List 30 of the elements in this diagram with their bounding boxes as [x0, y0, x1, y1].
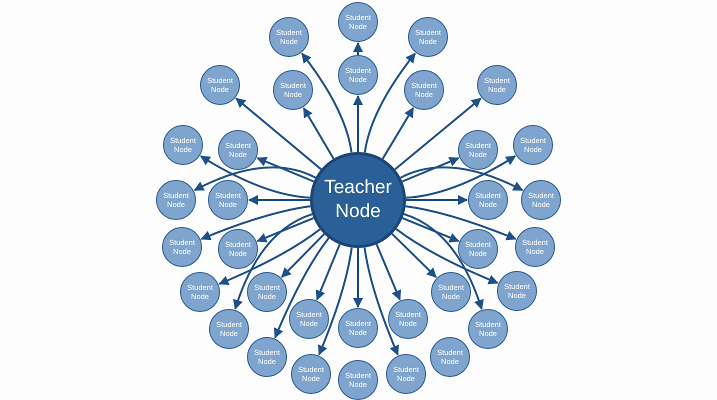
arrow [405, 205, 517, 240]
arrow [391, 233, 437, 278]
arrow [364, 52, 416, 153]
arrow [364, 247, 399, 356]
arrow [301, 52, 352, 153]
arrow [256, 217, 314, 242]
arrow [394, 98, 482, 170]
arrow [353, 95, 363, 152]
arrow [396, 228, 499, 284]
arrow [402, 217, 460, 242]
arrow [248, 195, 310, 205]
arrow [256, 156, 314, 182]
arrow [382, 107, 414, 160]
arrow [406, 195, 468, 205]
arrow [281, 233, 325, 278]
arrow [353, 248, 363, 308]
arrow [235, 98, 322, 170]
arrow [400, 166, 524, 192]
arrow [302, 107, 334, 160]
arrow [218, 228, 321, 285]
arrow [318, 247, 353, 356]
arrow [402, 156, 460, 182]
arrow [200, 205, 311, 240]
arrow [406, 155, 516, 199]
arrow [376, 244, 401, 301]
arrow [316, 244, 341, 301]
arrow [353, 42, 363, 55]
arrow [194, 166, 316, 192]
arrow [200, 155, 310, 199]
arrow [274, 237, 330, 339]
